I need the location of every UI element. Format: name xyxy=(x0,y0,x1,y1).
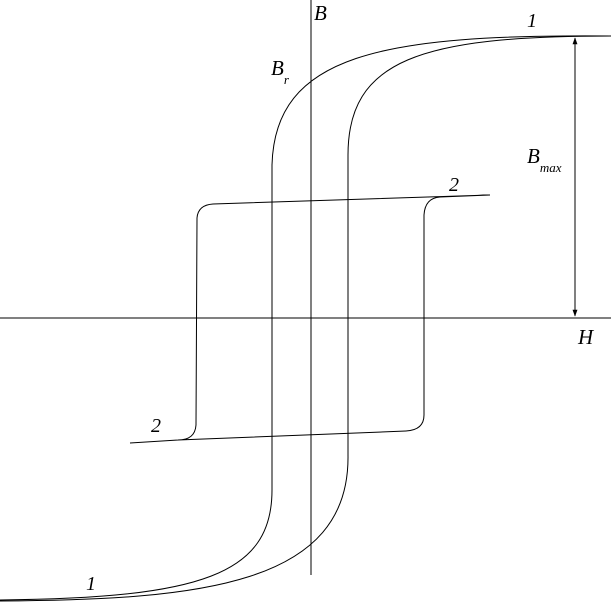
bmax-label: Bmax xyxy=(527,144,562,175)
loop-2-label-top: 2 xyxy=(449,174,459,196)
remanence-symbol: B xyxy=(271,56,284,80)
remanence-label: Br xyxy=(271,56,289,87)
loop-1-descending-branch xyxy=(0,35,611,601)
loop-1-label-top: 1 xyxy=(527,10,537,32)
remanence-subscript: r xyxy=(283,72,289,87)
loop-1-label-bottom: 1 xyxy=(86,573,96,595)
bmax-subscript: max xyxy=(539,160,562,175)
b-axis-label: B xyxy=(314,1,327,25)
h-axis-label: H xyxy=(578,325,594,349)
loop-2-label-bottom: 2 xyxy=(151,415,161,437)
bmax-symbol: B xyxy=(527,144,540,168)
loop-1-ascending-branch xyxy=(0,35,611,602)
loop-2-loop xyxy=(129,194,491,444)
